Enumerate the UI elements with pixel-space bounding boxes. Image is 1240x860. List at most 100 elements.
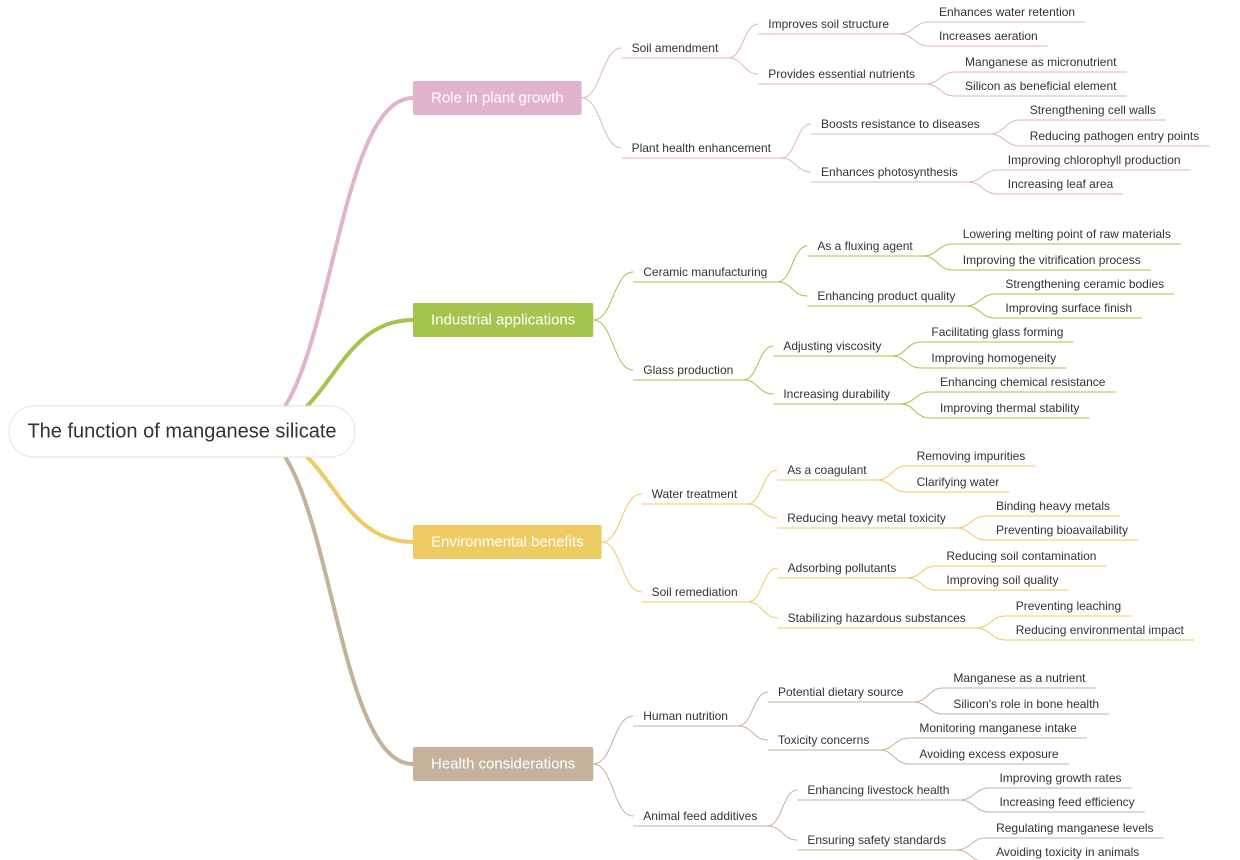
branch-node-label: Environmental benefits: [431, 534, 584, 551]
leaf-node-label: Preventing leaching: [1016, 599, 1121, 613]
leaf-connector: [879, 737, 910, 751]
branch-node[interactable]: [413, 525, 602, 559]
leaf-node-label: Improving homogeneity: [931, 351, 1056, 365]
branch-node-label: Industrial applications: [431, 312, 575, 329]
sub-connector: [581, 47, 622, 99]
sub-connector: [593, 271, 634, 321]
leaf-connector: [975, 615, 1006, 629]
leaf-node-label: Increasing leaf area: [1008, 177, 1114, 191]
sub-node-label: Ceramic manufacturing: [643, 265, 767, 279]
leaf-connector: [967, 181, 998, 195]
detail-node-label: As a coagulant: [787, 463, 867, 477]
detail-node-label: Toxicity concerns: [778, 733, 869, 747]
detail-node-label: Improves soil structure: [768, 17, 889, 31]
leaf-node-label: Binding heavy metals: [996, 499, 1110, 513]
branch-node[interactable]: [413, 81, 582, 115]
sub-node-label: Soil amendment: [632, 41, 719, 55]
branch-node-label: Health considerations: [431, 756, 575, 773]
detail-connector: [737, 691, 769, 727]
detail-node-label: Potential dietary source: [778, 685, 904, 699]
leaf-connector: [922, 243, 953, 257]
leaf-node-label: Avoiding excess exposure: [919, 747, 1059, 761]
leaf-node-label: Enhancing chemical resistance: [940, 375, 1106, 389]
leaf-node-label: Manganese as micronutrient: [965, 55, 1117, 69]
sub-connector: [593, 763, 634, 817]
leaf-node-label: Preventing bioavailability: [996, 523, 1128, 537]
leaf-node-label: Avoiding toxicity in animals: [996, 845, 1139, 859]
detail-connector: [780, 123, 812, 159]
detail-connector: [747, 469, 778, 505]
leaf-connector: [876, 465, 907, 481]
leaf-node-label: Regulating manganese levels: [996, 821, 1153, 835]
branch-connector: [249, 96, 414, 434]
detail-node-label: Adjusting viscosity: [783, 339, 881, 353]
leaf-connector: [955, 527, 986, 541]
sub-node-label: Glass production: [643, 363, 733, 377]
sub-node-label: Soil remediation: [652, 585, 738, 599]
leaf-connector: [956, 849, 979, 860]
leaf-connector: [989, 133, 1020, 147]
leaf-node-label: Clarifying water: [917, 475, 1000, 489]
detail-node-label: Provides essential nutrients: [768, 67, 915, 81]
leaf-node-label: Improving soil quality: [946, 573, 1058, 587]
sub-node-label: Human nutrition: [643, 709, 728, 723]
leaf-connector: [967, 169, 998, 183]
leaf-connector: [879, 749, 910, 765]
leaf-connector: [906, 577, 937, 591]
leaf-node-label: Increasing feed efficiency: [999, 795, 1134, 809]
leaf-connector: [891, 341, 922, 357]
leaf-connector: [959, 799, 990, 813]
detail-node-label: Reducing heavy metal toxicity: [787, 511, 946, 525]
leaf-node-label: Improving the vitrification process: [963, 253, 1141, 267]
leaf-node-label: Reducing pathogen entry points: [1030, 129, 1199, 143]
leaf-connector: [965, 305, 996, 319]
leaf-connector: [898, 33, 930, 47]
root-node[interactable]: [8, 405, 356, 458]
detail-connector: [781, 157, 812, 173]
leaf-connector: [900, 391, 931, 405]
detail-connector: [743, 379, 774, 395]
sub-connector: [593, 319, 634, 371]
leaf-node-label: Improving surface finish: [1005, 301, 1132, 315]
detail-node-label: Ensuring safety standards: [807, 833, 946, 847]
sub-connector: [581, 97, 622, 149]
sub-connector: [593, 715, 634, 765]
leaf-connector: [975, 627, 1006, 641]
leaf-node-label: Reducing environmental impact: [1016, 623, 1185, 637]
detail-node-label: As a fluxing agent: [817, 239, 913, 253]
detail-connector: [767, 825, 798, 841]
detail-node-label: Enhancing product quality: [817, 289, 955, 303]
connector-lines: [249, 21, 1210, 860]
detail-node-label: Increasing durability: [783, 387, 890, 401]
branch-node[interactable]: [413, 747, 594, 781]
branch-node-label: Role in plant growth: [431, 90, 564, 107]
leaf-connector: [956, 837, 987, 851]
detail-node-label: Enhances photosynthesis: [821, 165, 958, 179]
detail-connector: [728, 57, 759, 75]
sub-node-label: Water treatment: [652, 487, 738, 501]
detail-connector: [777, 245, 808, 283]
detail-node-label: Enhancing livestock health: [807, 783, 949, 797]
branch-connector: [249, 429, 414, 766]
leaf-connector: [906, 565, 937, 579]
leaf-node-label: Increases aeration: [939, 29, 1038, 43]
sub-connector: [601, 493, 642, 543]
detail-node-label: Stabilizing hazardous substances: [788, 611, 966, 625]
leaf-node-label: Lowering melting point of raw materials: [963, 227, 1171, 241]
leaf-connector: [922, 255, 953, 271]
detail-connector: [747, 567, 778, 603]
leaf-connector: [989, 119, 1020, 135]
detail-connector: [767, 789, 798, 827]
leaf-connector: [898, 21, 930, 35]
detail-node-label: Boosts resistance to diseases: [821, 117, 980, 131]
leaf-node-label: Reducing soil contamination: [946, 549, 1096, 563]
leaf-connector: [900, 403, 931, 419]
leaf-connector: [959, 787, 990, 801]
leaf-node-label: Improving growth rates: [999, 771, 1121, 785]
branch-node[interactable]: [413, 303, 594, 337]
sub-node-label: Plant health enhancement: [632, 141, 772, 155]
root-node-label: The function of manganese silicate: [27, 421, 336, 443]
leaf-node-label: Strengthening cell walls: [1030, 103, 1156, 117]
detail-connector: [737, 725, 768, 741]
